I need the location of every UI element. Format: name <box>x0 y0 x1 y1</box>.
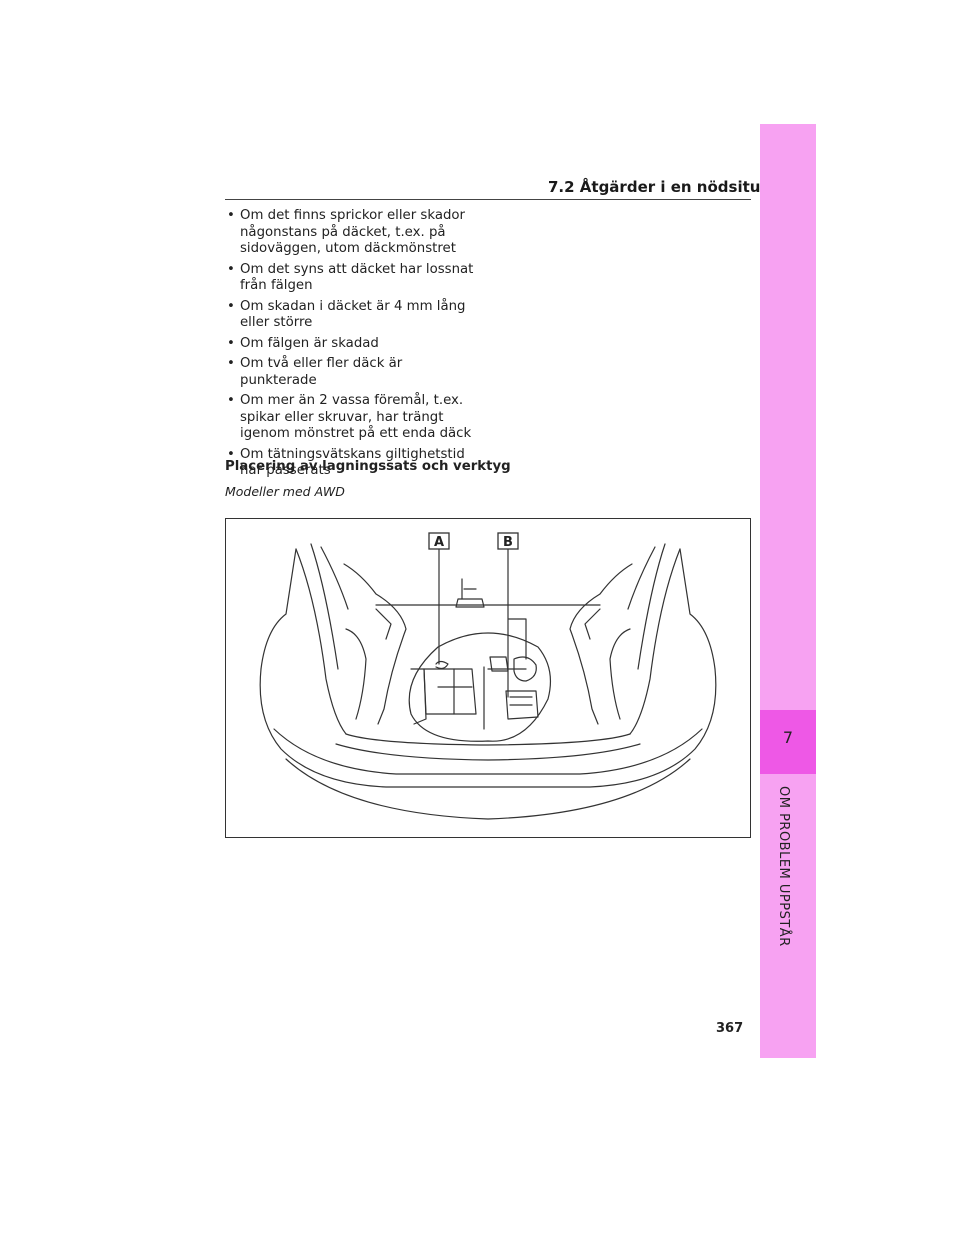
bullet-text: Om det syns att däcket har lossnat från … <box>240 261 474 294</box>
bullet-item: • Om två eller fler däck är punkterade <box>225 356 475 389</box>
bullet-marker: • <box>227 298 235 314</box>
chapter-number: 7 <box>782 728 794 747</box>
trunk-illustration: A B <box>225 518 751 838</box>
bullet-text: Om två eller fler däck är punkterade <box>240 356 403 388</box>
chapter-number-box <box>760 710 816 774</box>
bullet-item: • Om det syns att däcket har lossnat från… <box>225 262 475 295</box>
header-rule <box>225 199 751 200</box>
bullet-item: • Om mer än 2 vassa föremål, t.ex. spikar… <box>225 393 475 443</box>
bullet-list: • Om det finns sprickor eller skador någo… <box>225 208 475 484</box>
bullet-marker: • <box>227 208 235 223</box>
bullet-item: • Om fälgen är skadad <box>225 336 475 353</box>
bullet-marker: • <box>227 356 235 371</box>
label-b: B <box>503 535 513 550</box>
label-a: A <box>434 535 444 550</box>
chapter-title: OM PROBLEM UPPSTÅR <box>776 786 791 947</box>
bullet-text: Om det finns sprickor eller skador någon… <box>240 208 466 256</box>
bullet-marker: • <box>227 335 235 351</box>
bullet-text: Om fälgen är skadad <box>240 335 379 351</box>
label-a-marker: A <box>428 532 450 550</box>
bullet-marker: • <box>227 446 235 462</box>
label-b-marker: B <box>497 532 519 550</box>
bullet-text: Om mer än 2 vassa föremål, t.ex. spikar … <box>240 393 472 441</box>
chapter-side-tab <box>760 124 816 1058</box>
bullet-item: • Om skadan i däcket är 4 mm lång eller s… <box>225 299 475 332</box>
bullet-marker: • <box>227 261 235 277</box>
bullet-text: Om skadan i däcket är 4 mm lång eller st… <box>240 298 466 331</box>
section-subheading: Placering av lagningssats och verktyg <box>225 459 511 474</box>
bullet-text: Om tätningsvätskans giltighetstid har pa… <box>240 446 465 479</box>
figure-caption: Modeller med AWD <box>225 484 345 499</box>
bullet-item: • Om tätningsvätskans giltighetstid har p… <box>225 447 475 480</box>
bullet-marker: • <box>227 393 235 408</box>
bullet-item: • Om det finns sprickor eller skador någo… <box>225 208 475 258</box>
section-header: 7.2 Åtgärder i en nödsituation <box>548 178 804 196</box>
page-number: 367 <box>716 1021 744 1036</box>
